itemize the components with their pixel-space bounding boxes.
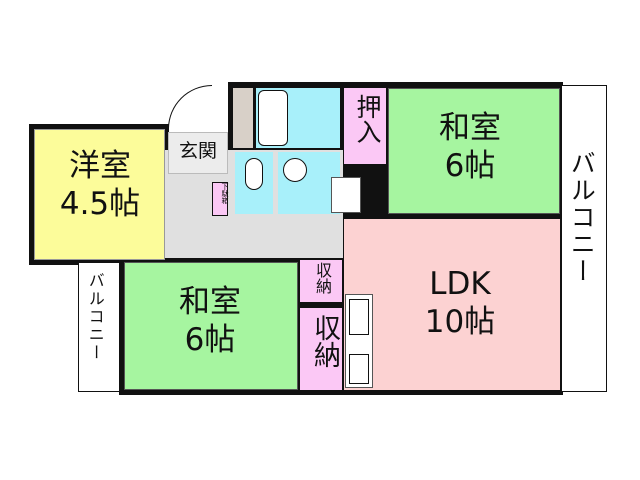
bath-storage [233, 88, 253, 148]
storage-large [300, 308, 342, 390]
ldk-room [344, 219, 560, 390]
western-room-name: 洋室 [69, 148, 131, 184]
entrance-label: 玄関 [178, 140, 217, 162]
sink-icon [349, 299, 369, 335]
balcony-right-label: バルコニー [567, 150, 597, 285]
japanese-bottom-name: 和室 [179, 284, 241, 320]
shoe-box [212, 182, 228, 216]
western-room-size: 4.5帖 [59, 186, 141, 222]
balcony-left-label: バルコニー [85, 272, 105, 362]
ldk-size: 10帖 [424, 304, 496, 340]
oshiire [344, 88, 386, 164]
toilet-icon [245, 158, 263, 190]
washer-space [331, 177, 361, 213]
bathtub-icon [258, 90, 288, 146]
japanese-room-top [388, 88, 560, 214]
japanese-top-name: 和室 [439, 110, 501, 146]
shoe-box-label: 下駄箱 [221, 183, 229, 204]
entrance-door-arc[interactable] [168, 85, 212, 129]
japanese-bottom-size: 6帖 [184, 322, 236, 358]
western-room [34, 129, 165, 260]
entrance-area [168, 132, 228, 174]
storage-large-label: 収納 [309, 314, 340, 368]
washbasin-icon [283, 158, 307, 182]
ldk-name: LDK [429, 266, 491, 302]
storage-small-label: 収納 [313, 262, 332, 294]
oshiire-label: 押入 [353, 94, 382, 144]
japanese-room-bottom [124, 262, 298, 390]
balcony-left [78, 262, 120, 392]
storage-small [300, 260, 342, 302]
balcony-right [561, 85, 607, 392]
stove-icon [349, 354, 369, 384]
japanese-top-size: 6帖 [444, 148, 496, 184]
